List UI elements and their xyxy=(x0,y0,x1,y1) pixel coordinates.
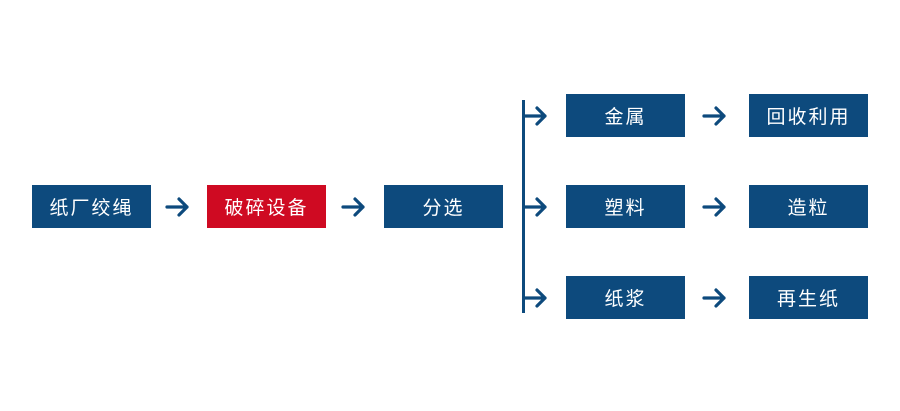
node-crusher-label: 破碎设备 xyxy=(224,197,309,219)
node-result-recycled-paper: 再生纸 xyxy=(749,276,868,319)
node-sorting: 分选 xyxy=(384,185,503,228)
node-material-label: 金属 xyxy=(604,106,647,128)
node-source: 纸厂绞绳 xyxy=(32,185,151,228)
node-material-label: 塑料 xyxy=(604,197,647,219)
node-result-label: 回收利用 xyxy=(766,106,851,128)
node-result-label: 造粒 xyxy=(787,197,830,219)
arrow-right-icon xyxy=(165,197,189,217)
node-material-pulp: 纸浆 xyxy=(566,276,685,319)
arrow-right-icon xyxy=(523,288,547,308)
node-material-plastic: 塑料 xyxy=(566,185,685,228)
arrow-right-icon xyxy=(341,197,365,217)
arrow-right-icon xyxy=(702,288,726,308)
node-result-recycle: 回收利用 xyxy=(749,94,868,137)
node-material-metal: 金属 xyxy=(566,94,685,137)
node-source-label: 纸厂绞绳 xyxy=(49,197,134,219)
arrow-right-icon xyxy=(523,197,547,217)
arrow-right-icon xyxy=(702,106,726,126)
arrow-right-icon xyxy=(523,106,547,126)
node-result-label: 再生纸 xyxy=(776,288,840,310)
arrow-right-icon xyxy=(702,197,726,217)
node-crusher: 破碎设备 xyxy=(207,185,326,228)
node-result-pellet: 造粒 xyxy=(749,185,868,228)
node-material-label: 纸浆 xyxy=(604,288,647,310)
node-sorting-label: 分选 xyxy=(422,197,465,219)
